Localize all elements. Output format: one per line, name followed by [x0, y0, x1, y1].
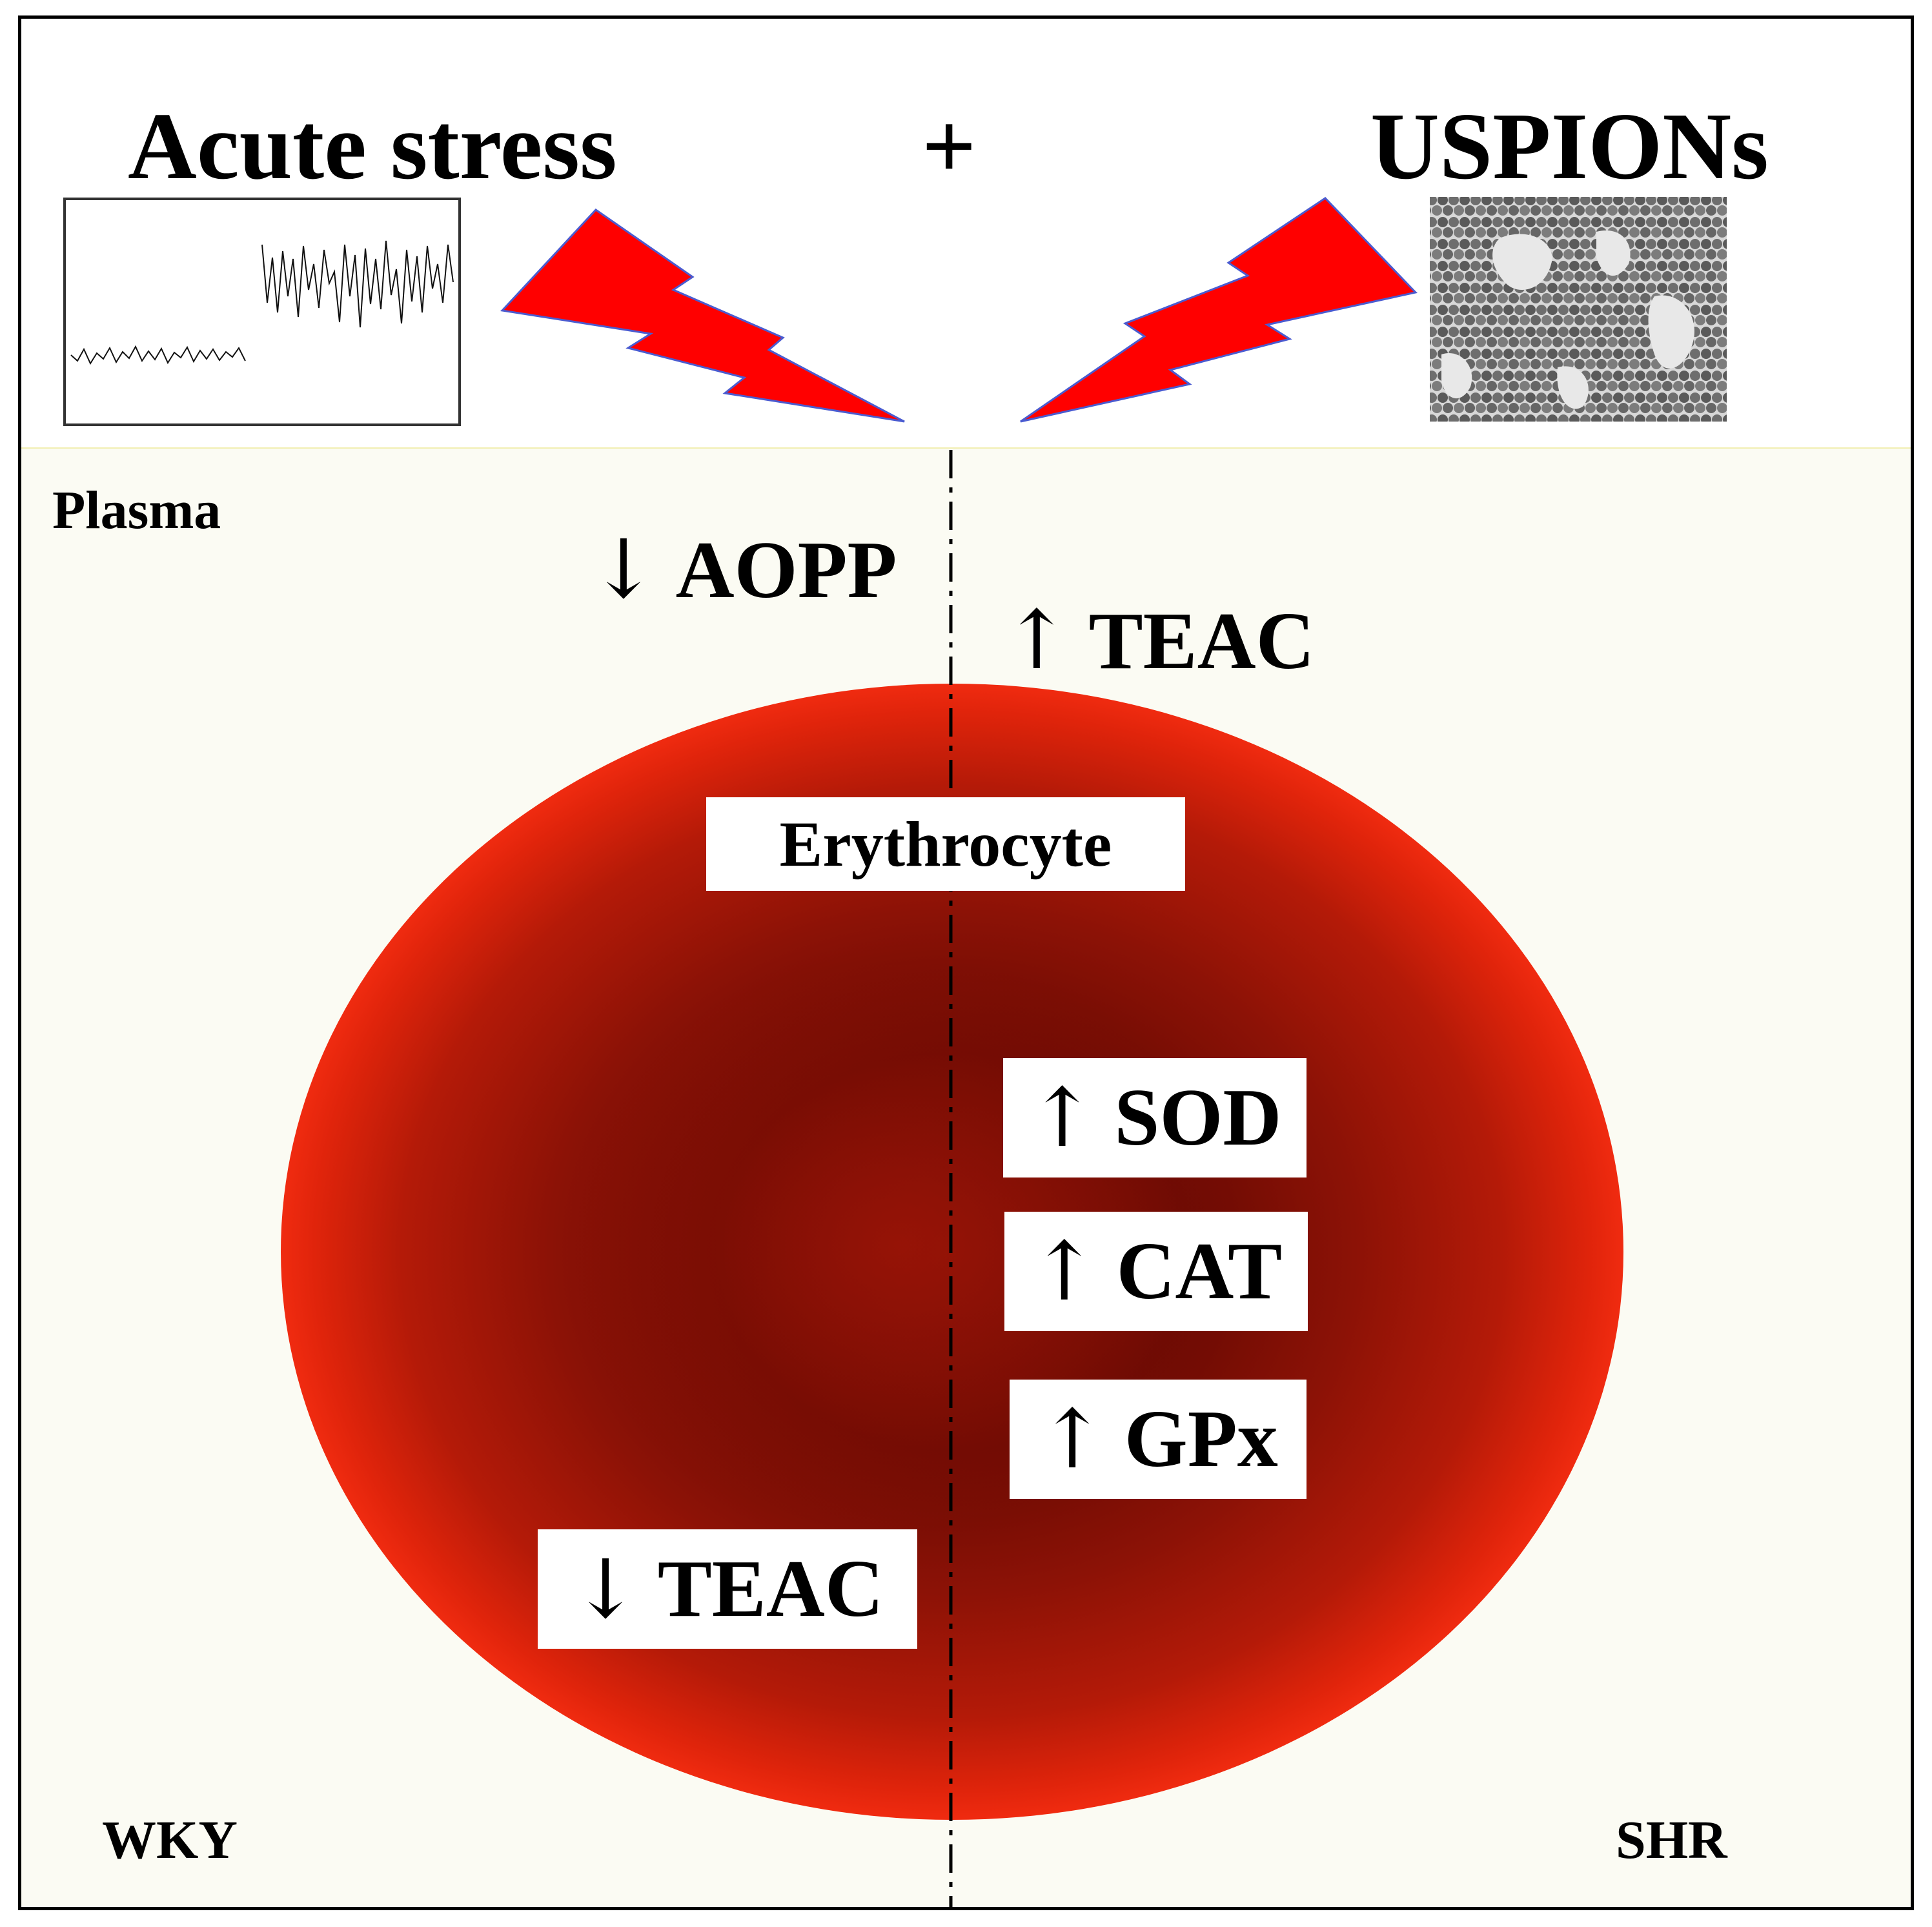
figure-frame: Acute stress + USPIONs Plasma WKY SHR ↓A…	[18, 15, 1914, 1910]
sod-label: SOD	[1114, 1072, 1282, 1163]
shr-label: SHR	[1616, 1810, 1727, 1870]
gpx-label: GPx	[1124, 1394, 1278, 1484]
gpx-marker: ↑GPx	[1010, 1380, 1307, 1499]
teac-label: TEAC	[1088, 596, 1315, 686]
up-arrow-icon: ↑	[1028, 1070, 1097, 1165]
cat-label: CAT	[1116, 1226, 1283, 1316]
plasma-aopp-marker: ↓AOPP	[589, 529, 897, 611]
diagram-graphics	[63, 197, 1727, 1907]
sod-marker: ↑SOD	[1003, 1058, 1307, 1178]
acute-stress-title: Acute stress	[128, 94, 617, 199]
up-arrow-icon: ↑	[1030, 1223, 1099, 1319]
wky-label: WKY	[102, 1810, 238, 1870]
erythrocyte-teac-marker: ↓TEAC	[538, 1529, 917, 1649]
right-lightning-icon	[1020, 197, 1418, 423]
aopp-label: AOPP	[675, 525, 897, 615]
up-arrow-icon: ↑	[1002, 593, 1071, 688]
cat-marker: ↑CAT	[1004, 1212, 1308, 1331]
plus-sign: +	[922, 94, 977, 199]
uspions-title: USPIONs	[1370, 94, 1769, 199]
erythrocyte-label: Erythrocyte	[706, 797, 1185, 891]
down-arrow-icon: ↓	[571, 1541, 640, 1636]
plasma-label: Plasma	[52, 480, 221, 540]
plasma-teac-marker: ↑TEAC	[1002, 600, 1315, 682]
uspion-micrograph	[1430, 197, 1727, 422]
up-arrow-icon: ↑	[1038, 1391, 1106, 1487]
teac-label: TEAC	[657, 1544, 884, 1634]
left-lightning-icon	[500, 209, 905, 423]
stress-trace-chart	[63, 198, 461, 426]
down-arrow-icon: ↓	[589, 522, 658, 617]
